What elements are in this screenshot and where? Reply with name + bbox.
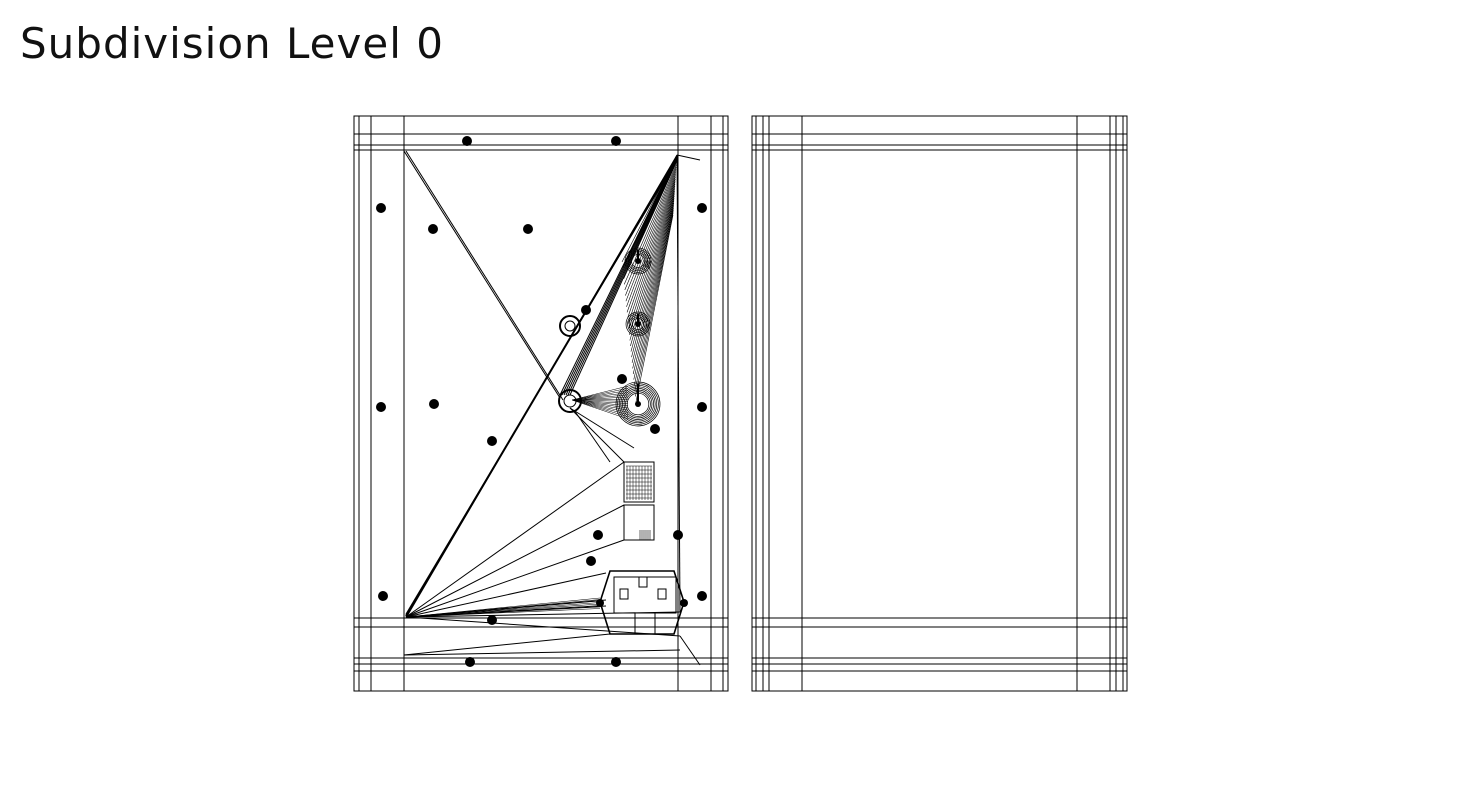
screw-hole [697, 591, 707, 601]
panel-outline [751, 115, 1128, 692]
screw-hole [429, 399, 439, 409]
knob-fan-edge [628, 186, 676, 335]
diagonal-edge [405, 150, 564, 401]
fan-edge [565, 157, 678, 396]
knob-large-ring [615, 381, 661, 427]
screw-hole [697, 203, 707, 213]
knob-large-ring [617, 383, 659, 425]
hub-fan-edge [571, 399, 629, 407]
knob-upper-ring [626, 249, 650, 273]
knob-fan-edge [634, 210, 674, 391]
power-inlet-inner [613, 576, 677, 614]
knob-fan-edge [623, 162, 677, 279]
screw-hole [376, 203, 386, 213]
panel-outline [353, 115, 729, 692]
screw-hole [586, 556, 596, 566]
knob-middle-ring [625, 311, 651, 337]
knob-fan-edge [632, 200, 675, 369]
switch-block [623, 504, 655, 541]
socket-inner [564, 320, 576, 332]
field-edge [676, 154, 701, 161]
grille-box [623, 461, 655, 503]
knob-fan-edge [628, 183, 676, 330]
screw-hole [650, 424, 660, 434]
screw-hole [697, 402, 707, 412]
fan-edge [403, 633, 611, 656]
knob-fan-edge [627, 178, 676, 319]
screw-hole [428, 224, 438, 234]
knob-fan-edge [633, 205, 674, 380]
knob-fan-edge [622, 157, 678, 268]
socket-ring [559, 315, 581, 337]
fan-edge [405, 461, 625, 618]
screw-hole [611, 136, 621, 146]
front-panel-wireframe [751, 115, 1128, 692]
hub-fan-edge [571, 399, 629, 411]
fan-edge [403, 649, 681, 656]
hub-fan-edge [571, 390, 629, 401]
knob-fan-edge [632, 202, 675, 375]
knob-fan-edge [625, 169, 677, 296]
knob-fan-edge [625, 171, 677, 302]
knob-fan-edge [631, 195, 675, 358]
field-edge [679, 635, 701, 666]
hub-fan-edge [571, 399, 629, 404]
hub-fan-edge [571, 399, 629, 415]
hub-edge [569, 407, 635, 449]
screw-hole [581, 305, 591, 315]
knob-fan-edge [635, 212, 674, 397]
hub-fan-edge [571, 399, 629, 420]
fan-edge [405, 539, 625, 618]
fan-edge [569, 159, 678, 396]
hub-fan-edge [571, 398, 629, 401]
screw-hole [611, 657, 621, 667]
knob-fan-edge [622, 159, 677, 274]
knob-fan-edge [626, 174, 677, 307]
inlet-pin [657, 588, 667, 600]
screw-hole [523, 224, 533, 234]
screw-hole [487, 615, 497, 625]
knob-fan-edge [635, 214, 674, 403]
knob-fan-edge [631, 198, 675, 363]
diagonal-edge [403, 150, 561, 399]
screw-hole [378, 591, 388, 601]
fan-edge [563, 156, 678, 396]
knob-fan-edge [627, 181, 676, 324]
knob-fan-edge [626, 176, 676, 313]
screw-hole [487, 436, 497, 446]
page-title: Subdivision Level 0 [20, 19, 444, 68]
inlet-screw [680, 599, 688, 607]
hub-fan-edge [571, 385, 629, 401]
screw-hole [617, 374, 627, 384]
fan-edge [559, 154, 678, 396]
hub-fan-edge [571, 394, 629, 401]
inlet-screw [596, 599, 604, 607]
hub-fan-edge [571, 399, 629, 409]
fan-edge [405, 572, 607, 618]
power-inlet-outline [599, 570, 685, 635]
back-panel-wireframe [353, 115, 729, 692]
inlet-pin [638, 576, 648, 588]
fan-edge [405, 158, 678, 615]
inlet-pin [619, 588, 629, 600]
knob-upper-ring [624, 247, 652, 275]
fan-edge [567, 158, 678, 396]
screw-hole [465, 657, 475, 667]
fan-edge [405, 616, 681, 637]
hub-fan-edge [571, 387, 629, 401]
hub-fan-edge [571, 399, 629, 402]
screw-hole [673, 530, 683, 540]
screw-hole [593, 530, 603, 540]
knob-fan-edge [634, 207, 674, 386]
knob-middle-ring [627, 313, 649, 335]
fan-edge [405, 608, 601, 618]
hub-edge [573, 409, 611, 463]
knob-fan-edge [623, 164, 677, 285]
screw-hole [462, 136, 472, 146]
screw-hole [376, 402, 386, 412]
knob-fan-edge [621, 154, 678, 263]
fan-edge [405, 504, 625, 618]
